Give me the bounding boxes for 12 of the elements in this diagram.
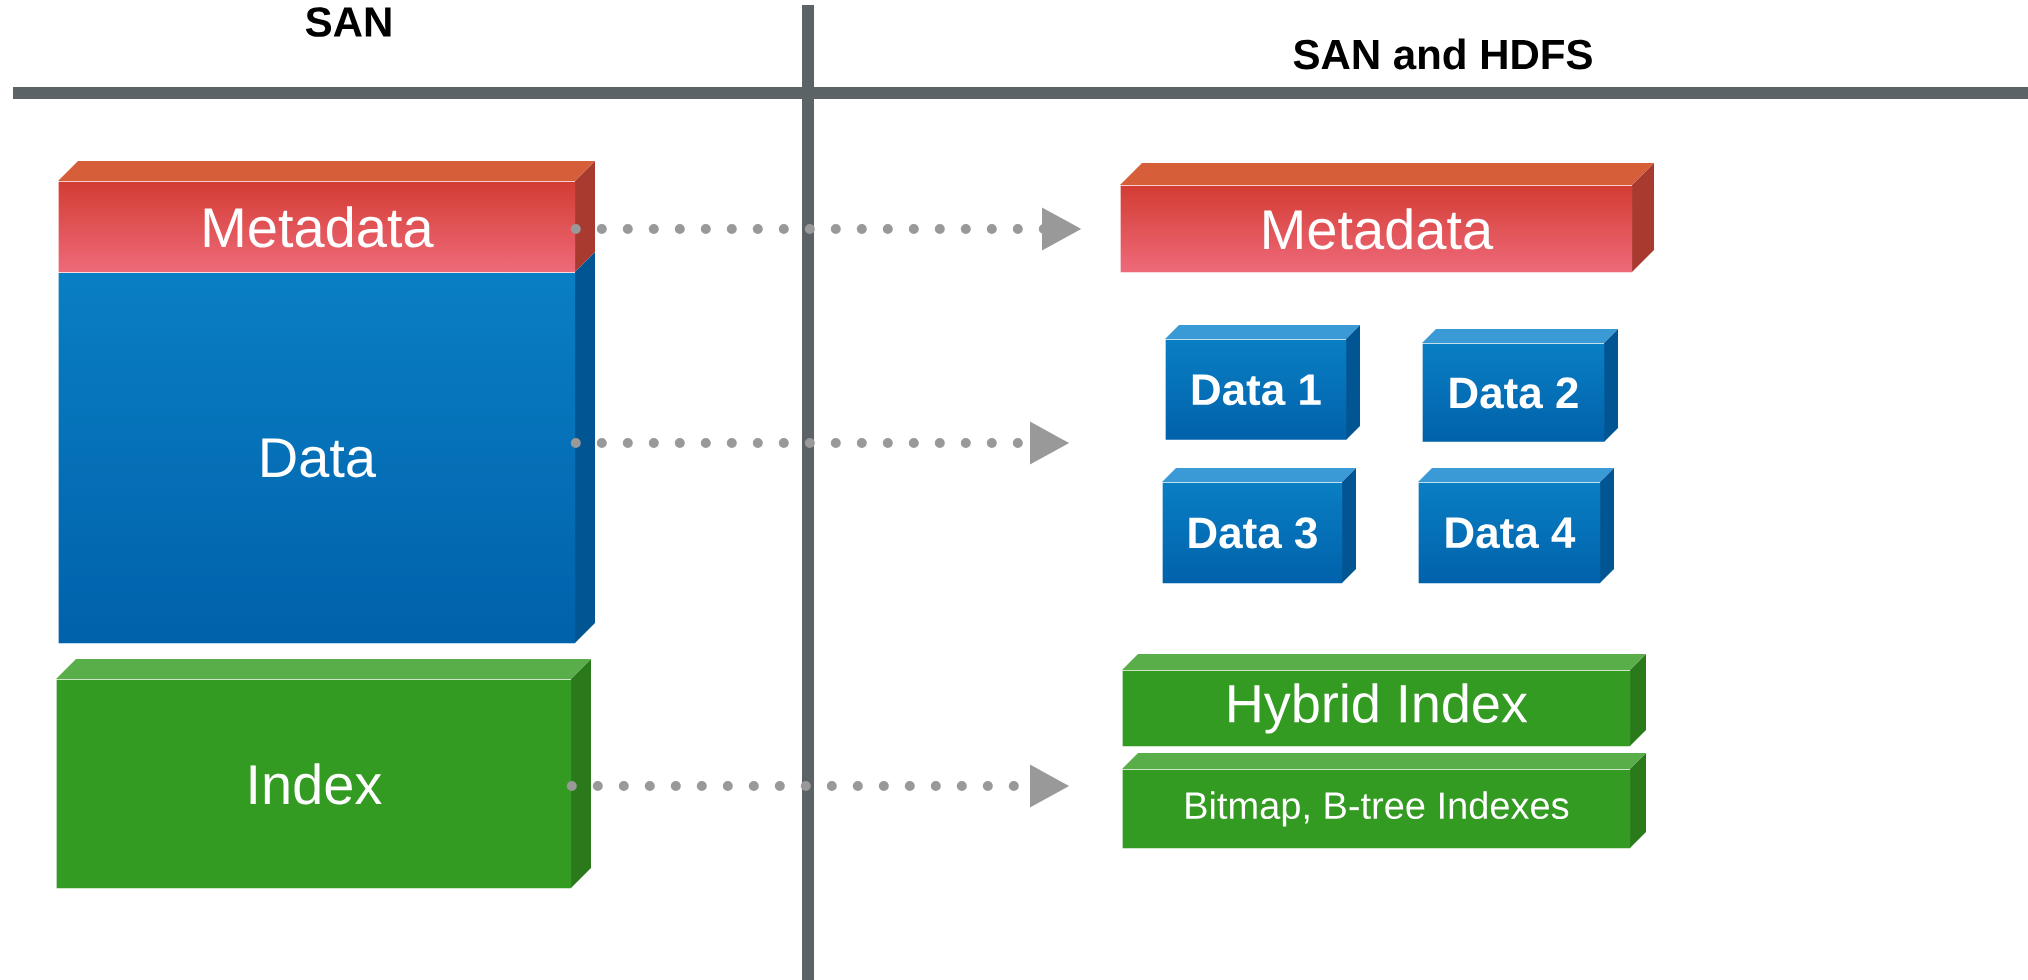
column-heading: SAN <box>305 7 391 37</box>
data-block: Data 1 <box>1165 325 1360 440</box>
data-block: Data 3 <box>1162 468 1356 584</box>
data-block: Data 4 <box>1418 468 1614 584</box>
index-block: Hybrid Index <box>1122 654 1647 747</box>
data-block: Data <box>58 252 595 644</box>
metadata-block: Metadata <box>58 161 595 273</box>
index-block: Bitmap, B-tree Indexes <box>1122 753 1647 849</box>
data-block: Data 2 <box>1422 329 1618 442</box>
metadata-block: Metadata <box>1120 163 1654 273</box>
column-heading: SAN and HDFS <box>1293 38 1592 70</box>
index-block: Index <box>56 659 591 889</box>
